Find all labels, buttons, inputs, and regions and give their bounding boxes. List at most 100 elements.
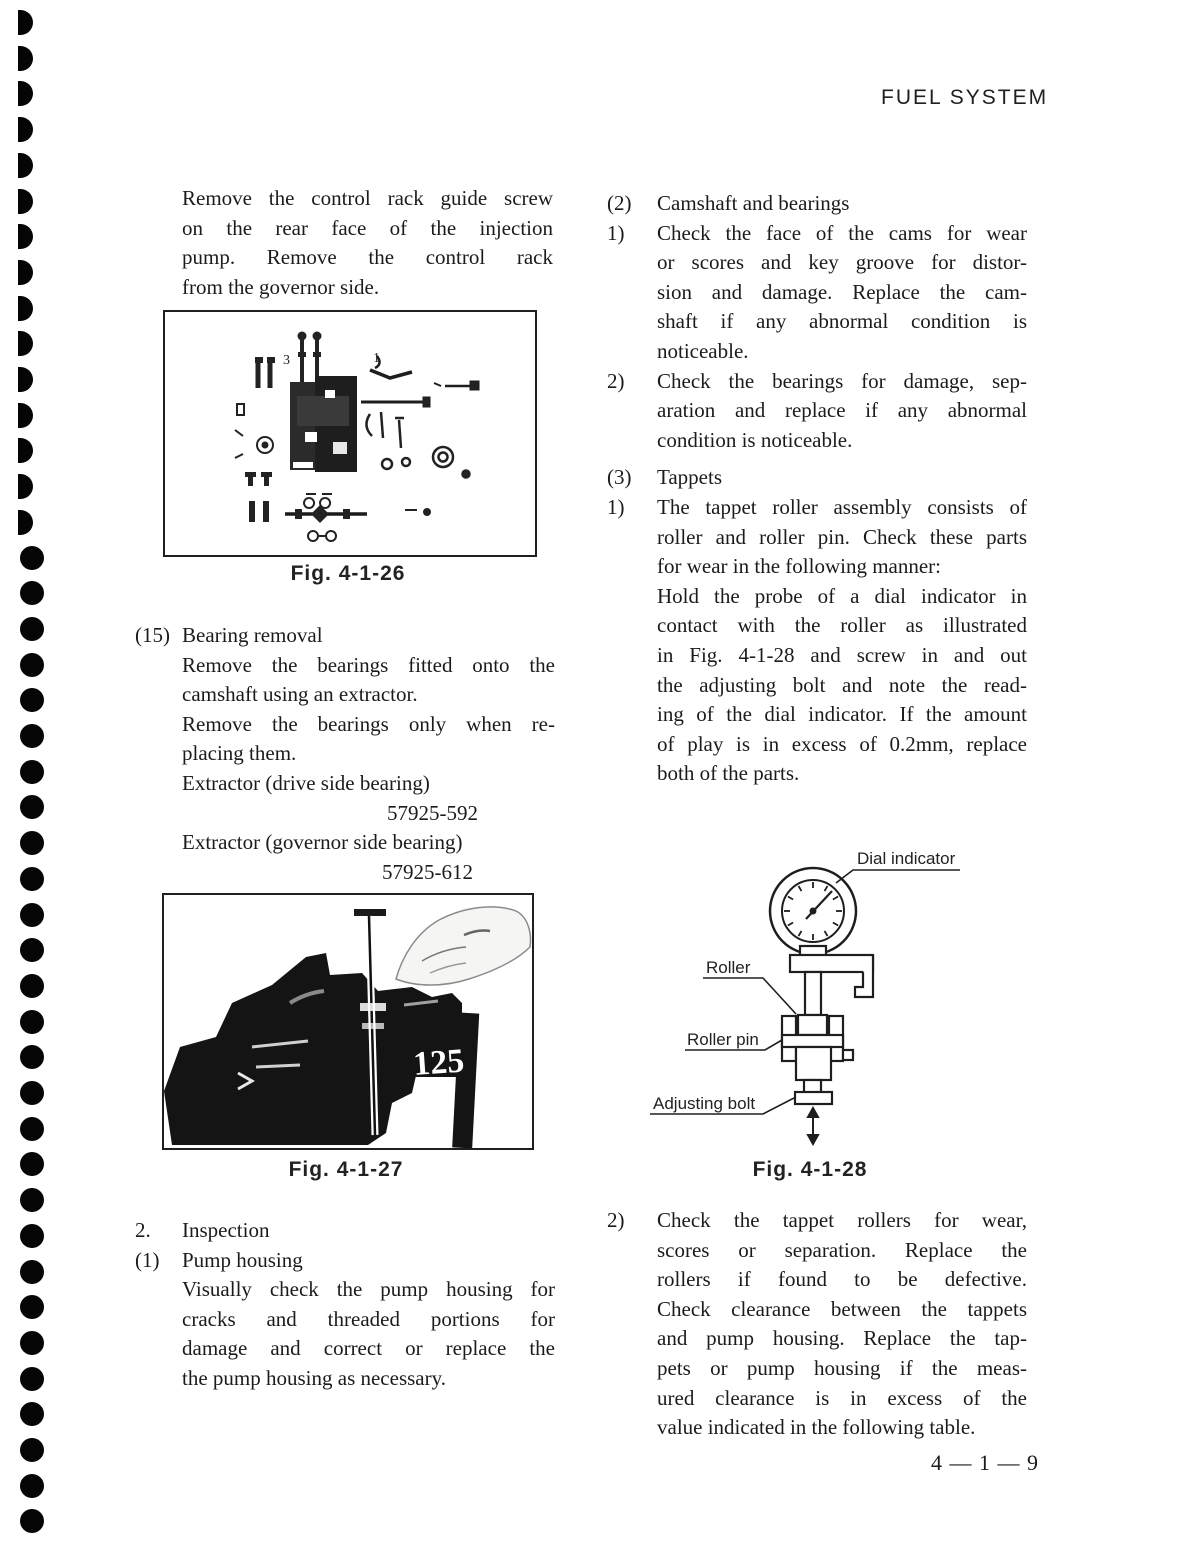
figure-callout: 3 <box>283 353 290 368</box>
binder-hole <box>18 188 33 214</box>
key-parts <box>245 472 272 522</box>
binder-hole <box>20 1366 44 1391</box>
item-heading: Bearing removal <box>182 623 323 647</box>
text-line: contact with the roller as illustrated <box>657 613 1027 638</box>
text-line: value indicated in the following table. <box>657 1415 976 1440</box>
item-number: (15) <box>135 623 170 647</box>
section-heading: Inspection <box>182 1218 270 1242</box>
text-line: the pump housing as necessary. <box>182 1365 446 1390</box>
text-line: Check the bearings for damage, sep- <box>657 368 1027 393</box>
item-number: (1) <box>135 1247 160 1272</box>
binder-hole <box>20 1152 44 1177</box>
item-heading: Tappets <box>657 465 723 490</box>
binder-hole <box>20 759 44 784</box>
extractor-2-label: Extractor (governor side bearing) <box>182 830 463 855</box>
text-line: the adjusting bolt and note the read- <box>657 672 1027 697</box>
binder-hole <box>18 259 33 285</box>
stud-heads <box>297 331 322 357</box>
text-line: condition is noticeable. <box>657 427 853 452</box>
extractor-2-value: 57925-612 <box>382 859 473 884</box>
item-number: (2) <box>607 191 632 215</box>
text-line: or scores and key groove for distor- <box>657 250 1027 275</box>
page-number: 4 — 1 — 9 <box>931 1450 1039 1475</box>
text-line: shaft if any abnormal condition is <box>657 309 1027 334</box>
binder-hole <box>20 938 44 963</box>
binder-hole <box>20 1081 44 1105</box>
extractor-1-value: 57925-592 <box>387 800 478 825</box>
text-line: of play is in excess of 0.2mm, replace <box>657 731 1027 756</box>
binder-hole <box>20 1473 44 1498</box>
text-line: Check the tappet rollers for wear, <box>657 1208 1027 1232</box>
text-line: pump. Remove the control rack <box>182 245 553 270</box>
vise-silhouette <box>164 909 480 1148</box>
binder-hole <box>18 402 33 428</box>
roller-label: Roller <box>706 958 751 977</box>
binder-hole <box>18 474 33 500</box>
figure-4-1-27: 125 <box>162 893 534 1150</box>
vise-marking: 125 <box>412 1043 465 1083</box>
binder-hole <box>20 902 44 927</box>
exploded-parts-drawing: 3 1 <box>234 331 480 542</box>
binder-hole <box>20 831 44 856</box>
figure-26-caption: Fig. 4-1-26 <box>290 562 406 585</box>
bolt-parts <box>255 338 319 388</box>
figure-callout: 1 <box>373 351 380 366</box>
text-line: placing them. <box>182 741 297 766</box>
binder-hole <box>18 438 33 464</box>
sub-item-number: 2) <box>607 1208 625 1232</box>
binder-hole <box>20 973 44 998</box>
binder-hole <box>18 367 33 392</box>
text-line: pets or pump housing if the meas- <box>657 1355 1027 1380</box>
item-heading: Pump housing <box>182 1247 303 1272</box>
binder-hole <box>20 1223 44 1248</box>
binder-hole <box>20 1188 44 1213</box>
text-line: sion and damage. Replace the cam- <box>657 279 1027 304</box>
washer-parts <box>234 403 274 459</box>
text-line: camshaft using an extractor. <box>182 682 418 707</box>
binder-hole <box>20 545 44 570</box>
roller-pin-label: Roller pin <box>687 1030 759 1049</box>
text-line: Remove the bearings only when re- <box>182 711 555 736</box>
roller-shape <box>796 1013 829 1037</box>
sub-item-body: Check the bearings for damage, sep-arati… <box>657 367 1027 456</box>
binder-hole <box>20 1259 44 1284</box>
page-header: FUEL SYSTEM <box>881 86 1049 109</box>
text-line: rollers if found to be defective. <box>657 1267 1027 1292</box>
binder-hole <box>20 652 44 677</box>
binder-hole <box>18 10 33 35</box>
binder-hole <box>20 1330 44 1355</box>
binder-hole <box>18 295 33 321</box>
text-line: Visually check the pump housing for <box>182 1277 555 1302</box>
text-line: Remove the control rack guide screw <box>182 186 553 210</box>
binder-hole <box>20 724 44 748</box>
binder-hole <box>20 866 44 891</box>
text-line: Check clearance between the tappets <box>657 1296 1027 1321</box>
item-15: (15) Bearing removal Remove the bearings… <box>135 621 555 887</box>
binder-hole <box>20 616 44 641</box>
binder-hole <box>18 152 33 178</box>
figure-28-caption: Fig. 4-1-28 <box>752 1158 868 1181</box>
indicator-holder <box>788 944 875 1017</box>
pump-body-cluster <box>290 376 357 472</box>
binder-hole <box>18 331 33 357</box>
dial-indicator-diagram: Dial indicator Roller Roller pin Adjusti… <box>650 849 960 1147</box>
section-number: 2. <box>135 1218 151 1242</box>
text-line: roller and roller pin. Check these parts <box>657 524 1027 549</box>
binder-hole <box>18 224 33 250</box>
binder-hole <box>18 45 33 71</box>
text-line: scores or separation. Replace the <box>657 1237 1027 1262</box>
camshaft-part <box>285 505 367 523</box>
nut-parts <box>303 493 332 509</box>
binder-hole <box>18 81 33 107</box>
adjusting-bolt-shape <box>793 1090 834 1106</box>
text-line: ing of the dial indicator. If the amount <box>657 702 1027 727</box>
sub-item-number: 1) <box>607 220 625 245</box>
extractor-1-label: Extractor (drive side bearing) <box>182 770 430 795</box>
right-column-bottom: 2) Check the tappet rollers for wear, sco… <box>607 1206 1027 1443</box>
text-line: both of the parts. <box>657 761 800 786</box>
